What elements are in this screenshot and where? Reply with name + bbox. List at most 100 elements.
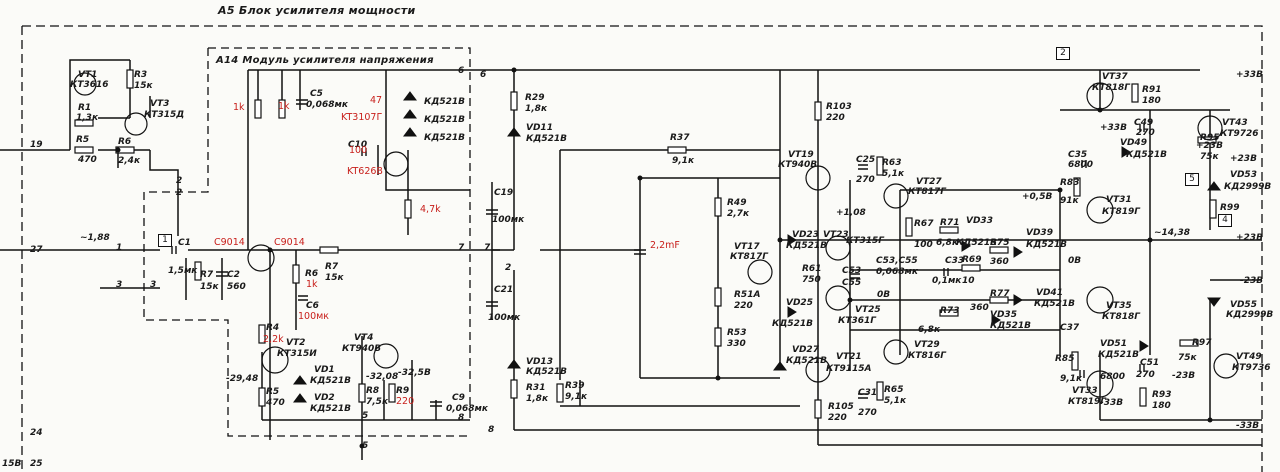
label-t-r61: R61 <box>802 264 822 274</box>
label-t-vd25: VD25 <box>786 298 813 308</box>
label-t-vt21: VT21 <box>836 352 862 362</box>
annotation-r-kt626: KT626B <box>347 166 383 177</box>
label-t-kd2999: КД2999В <box>1226 310 1274 320</box>
label-t-r4: R4 <box>266 323 280 333</box>
label-t-kt817g2: КТ817Г <box>908 187 947 197</box>
label-t-kt9726: КТ9726 <box>1220 129 1259 139</box>
label-t-7a: 7 <box>458 243 465 253</box>
annotation-r-100mk: 100мк <box>298 311 330 322</box>
annotation-r-c9014b: C9014 <box>274 237 305 248</box>
block-title: А5 Блок усилителя мощности <box>218 4 416 17</box>
label-t-100mk-b: 100мк <box>488 313 521 323</box>
label-t-r103: R103 <box>826 102 852 112</box>
label-t-24k: 2,4к <box>118 156 141 166</box>
label-t-270d: 270 <box>1136 128 1155 138</box>
annotation-r-47: 47 <box>370 95 383 106</box>
label-t-vt25: VT25 <box>855 305 881 315</box>
label-t-kd-g: КД521В <box>526 367 568 377</box>
label-t-vt2: VT2 <box>286 338 306 348</box>
label-t-05b: +0,5В <box>1022 192 1053 202</box>
label-t-c19: C19 <box>494 188 514 198</box>
label-t-100mk-a: 100мк <box>492 215 525 225</box>
label-t-kd-m: КД521В <box>1034 299 1076 309</box>
label-t-kt315d: КТ315Д <box>144 110 185 120</box>
label-t-c37: C37 <box>1060 323 1080 333</box>
label-t-750: 750 <box>802 275 821 285</box>
label-t-vd41: VD41 <box>1036 288 1063 298</box>
label-t-360a: 360 <box>990 257 1009 267</box>
label-t-kd-o: КД521В <box>1098 350 1140 360</box>
label-t-r31: R31 <box>526 383 546 393</box>
label-t-108: +1,08 <box>836 208 866 218</box>
label-t-kt819g2: КТ819Г <box>1102 207 1141 217</box>
connector-box-b-2top: 2 <box>1056 47 1070 60</box>
label-t-vt17: VT17 <box>734 242 760 252</box>
label-t-6800b: 6800 <box>1068 160 1094 170</box>
label-t-r83: R83 <box>1060 178 1080 188</box>
label-t-68kb: 6,8к <box>918 325 941 335</box>
label-t-kt315g: КТ315Г <box>846 236 885 246</box>
label-t-kt3616: КТ3616 <box>70 80 109 90</box>
label-t-75k3: 75к <box>1200 152 1219 162</box>
label-t-18ka: 1,8к <box>525 104 548 114</box>
label-t-kt9115a: КТ9115А <box>826 364 872 374</box>
label-t-r53: R53 <box>727 328 747 338</box>
label-t-7b: 7 <box>484 243 491 253</box>
label-t-25: 25 <box>30 459 43 469</box>
label-t-r9: R9 <box>396 386 410 396</box>
label-t-c55a: C55 <box>842 278 862 288</box>
annotation-r-1k-c: 1k <box>306 279 318 290</box>
label-t-c6: C6 <box>306 301 319 311</box>
label-t-vt3: VT3 <box>150 99 170 109</box>
label-t-p23c: +23В <box>1236 233 1263 243</box>
label-t-6800a: 6800 <box>1100 372 1126 382</box>
label-t-5b: 5 <box>362 441 369 451</box>
label-t-270a: 270 <box>856 175 875 185</box>
label-t-6a: 6 <box>458 66 465 76</box>
label-t-15k-a: 15к <box>134 81 153 91</box>
label-t-m33: -33В <box>1236 421 1260 431</box>
label-t-kt818g2: КТ818Г <box>1092 83 1131 93</box>
label-t-c2: C2 <box>227 270 240 280</box>
label-t-kd-b: КД521В <box>424 115 466 125</box>
label-t-vt29: VT29 <box>914 340 940 350</box>
label-t-1: 1 <box>116 243 123 253</box>
label-t-23v-a: -23В <box>1172 371 1196 381</box>
label-t-15mk: 1,5мк <box>168 266 198 276</box>
label-t-r91: R91 <box>1142 85 1162 95</box>
label-t-kt940b2: КТ940В <box>778 160 818 170</box>
label-t-0b-a: 0В <box>877 290 891 300</box>
label-t-vt4: VT4 <box>354 333 374 343</box>
label-t-180a: 180 <box>1152 401 1171 411</box>
annotation-r-47k: 4,7k <box>420 204 441 215</box>
label-t-r29: R29 <box>525 93 545 103</box>
junction-dots <box>115 67 1213 449</box>
label-t-2b: 2 <box>176 188 183 198</box>
label-t-0068a: 0,068мк <box>306 100 348 110</box>
diode-symbols <box>293 91 1221 403</box>
label-t-vd13: VD13 <box>526 357 553 367</box>
label-t-270c: 270 <box>1136 370 1155 380</box>
label-t-330: 330 <box>727 339 746 349</box>
label-t-325: -32,5В <box>398 368 431 378</box>
label-t-vd1: VD1 <box>314 365 335 375</box>
label-t-91k-b: 9,1к <box>672 156 695 166</box>
label-t-vt35: VT35 <box>1106 301 1132 311</box>
label-t-r99: R99 <box>1220 203 1240 213</box>
label-t-68ka: 6,8к <box>936 238 959 248</box>
label-t-13k: 1,3к <box>76 113 99 123</box>
label-t-r37: R37 <box>670 133 690 143</box>
label-t-3208: -32,08 <box>366 372 399 382</box>
label-t-2c: 2 <box>505 263 512 273</box>
label-t-kd-a: КД521В <box>424 97 466 107</box>
label-t-kt9736: КТ9736 <box>1232 363 1271 373</box>
label-t-220a: 220 <box>734 301 753 311</box>
label-t-188: ~1,88 <box>80 233 110 243</box>
label-t-vd33: VD33 <box>966 216 993 226</box>
capacitor-symbols <box>171 99 1145 407</box>
label-t-c51: C51 <box>1140 358 1160 368</box>
label-t-2948: -29,48 <box>226 374 259 384</box>
label-t-75k: 7,5к <box>366 397 389 407</box>
label-t-r69: R69 <box>962 255 982 265</box>
